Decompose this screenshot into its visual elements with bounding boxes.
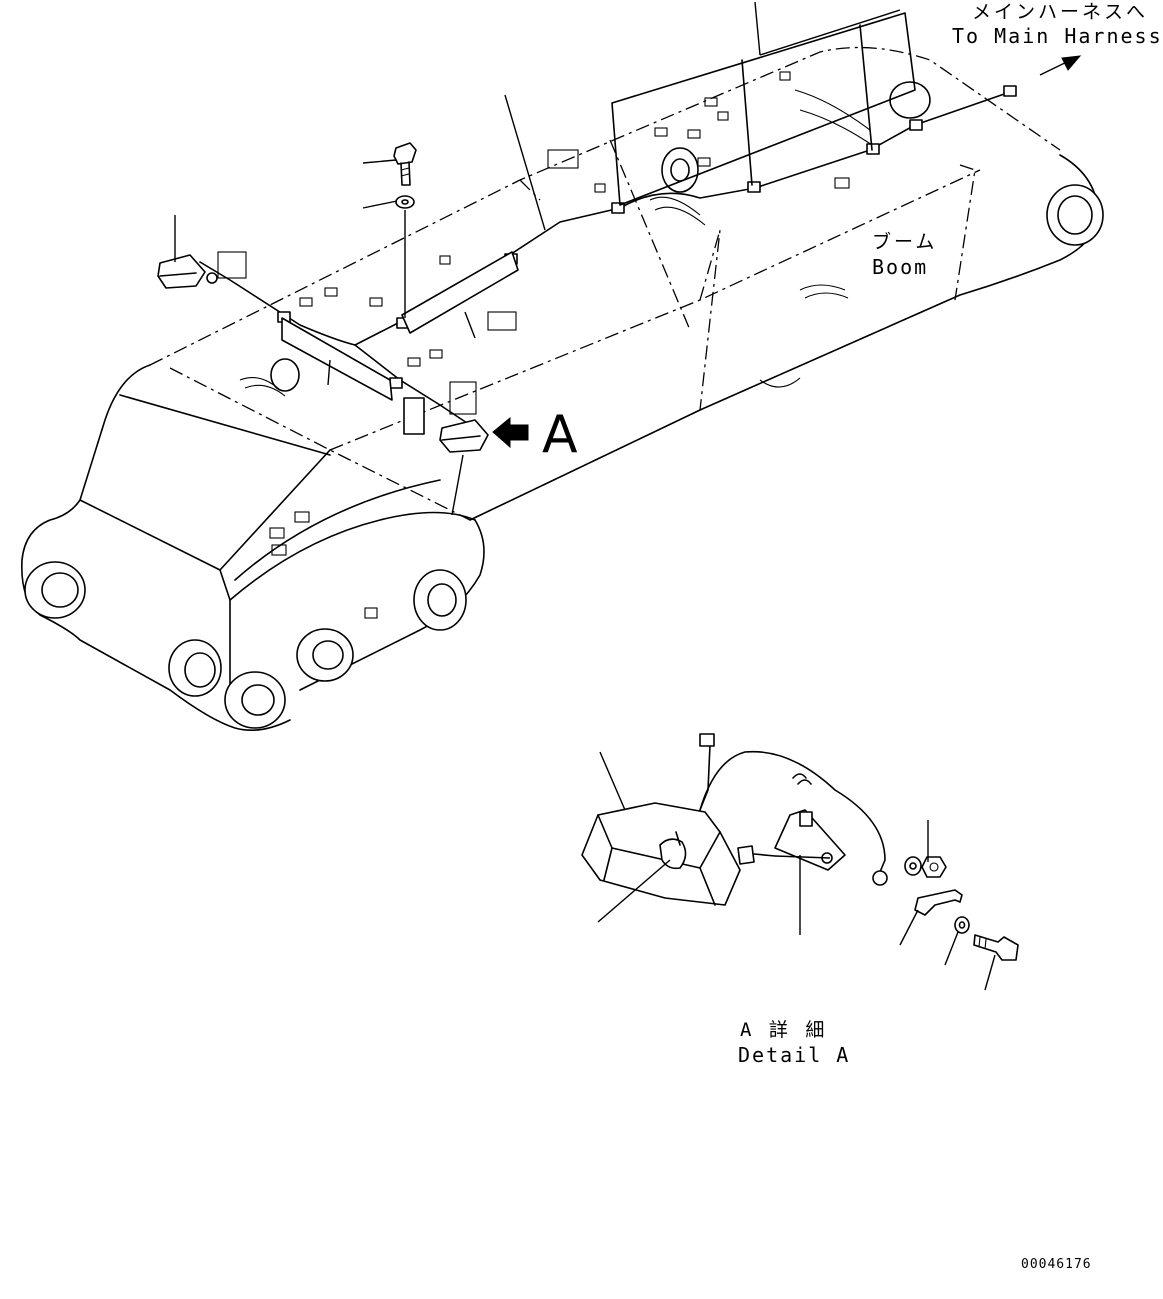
bolt-and-washer	[393, 142, 417, 318]
main-harness-label-jp: メインハーネスへ	[972, 1, 1148, 23]
leader-lines	[174, 1, 1082, 516]
boom-label-en: Boom	[872, 255, 928, 279]
boom-label-jp: ブーム	[872, 230, 937, 253]
detail-a-view	[581, 733, 1019, 991]
drawing-number: 00046176	[1021, 1257, 1092, 1272]
main-harness-label-en: To Main Harness	[952, 24, 1163, 48]
working-lamp-left	[157, 254, 218, 289]
view-arrow-a	[492, 416, 529, 449]
detail-label-jp: A 詳 細	[740, 1019, 827, 1041]
detail-label-en: Detail A	[738, 1043, 850, 1067]
boom-structure	[21, 46, 1104, 731]
working-lamp-right	[403, 397, 489, 453]
view-letter-label: A	[542, 405, 578, 465]
harness-covers	[281, 12, 916, 401]
